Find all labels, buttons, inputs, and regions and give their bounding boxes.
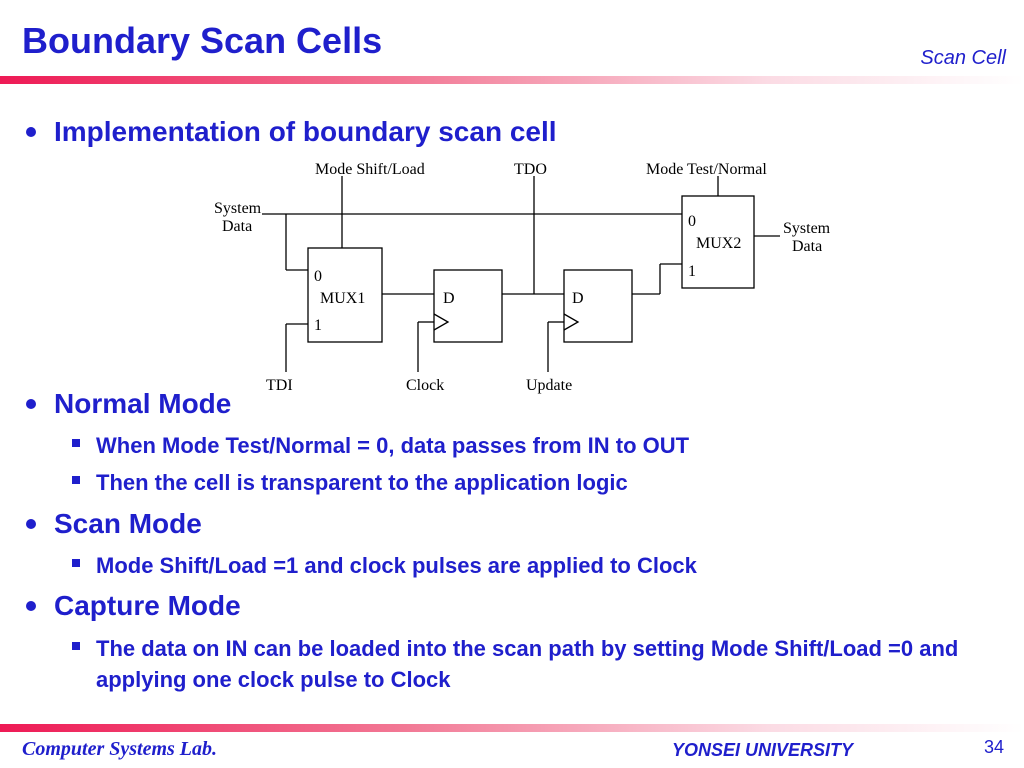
label-mux2-in0: 0 (688, 213, 696, 230)
label-mode-test-normal: Mode Test/Normal (646, 161, 767, 178)
sub-bullet-normal-1: When Mode Test/Normal = 0, data passes f… (72, 430, 976, 461)
sub-bullet-text: The data on IN can be loaded into the sc… (96, 636, 959, 692)
sub-bullet-square (72, 439, 80, 447)
label-ff1-d: D (443, 290, 455, 307)
bullet-implementation: Implementation of boundary scan cell (18, 116, 557, 148)
label-tdo: TDO (514, 161, 547, 178)
label-mux1-in1: 1 (314, 317, 322, 334)
sub-bullet-scan-1: Mode Shift/Load =1 and clock pulses are … (72, 550, 976, 581)
sub-bullet-square (72, 642, 80, 650)
sub-bullet-text: When Mode Test/Normal = 0, data passes f… (96, 433, 690, 458)
label-mode-shift-load: Mode Shift/Load (315, 161, 425, 178)
footer-lab-name: Computer Systems Lab. (22, 738, 218, 760)
label-system-data-out-2: Data (792, 238, 822, 255)
bullet-capture-mode: Capture Mode (18, 590, 241, 622)
bullet-text: Implementation of boundary scan cell (54, 116, 557, 147)
bullet-dot (26, 519, 36, 529)
page-number: 34 (983, 737, 1004, 757)
label-mux1: MUX1 (320, 290, 365, 307)
label-mux2-in1: 1 (688, 263, 696, 280)
footer-divider (0, 724, 1024, 732)
sub-bullet-square (72, 476, 80, 484)
section-label: Scan Cell (920, 47, 1006, 69)
label-mux1-in0: 0 (314, 268, 322, 285)
header-divider (0, 76, 1024, 84)
label-system-data-in-2: Data (222, 218, 252, 235)
flipflop-2 (563, 269, 633, 343)
label-system-data-in-1: System (214, 200, 262, 217)
label-clock: Clock (406, 377, 444, 394)
label-mux2: MUX2 (696, 235, 741, 252)
sub-bullet-text: Then the cell is transparent to the appl… (96, 470, 628, 495)
bullet-dot (26, 127, 36, 137)
bullet-dot (26, 399, 36, 409)
slide-title: Boundary Scan Cells (22, 20, 383, 61)
sub-bullet-normal-2: Then the cell is transparent to the appl… (72, 467, 976, 498)
bullet-text: Capture Mode (54, 590, 241, 621)
label-tdi: TDI (266, 377, 293, 394)
sub-bullet-capture-1: The data on IN can be loaded into the sc… (72, 633, 976, 695)
label-ff2-d: D (572, 290, 584, 307)
label-update: Update (526, 377, 572, 394)
label-system-data-out-1: System (783, 220, 831, 237)
bullet-text: Normal Mode (54, 388, 232, 419)
bullet-dot (26, 601, 36, 611)
bullet-scan-mode: Scan Mode (18, 508, 202, 540)
bullet-text: Scan Mode (54, 508, 202, 539)
bullet-normal-mode: Normal Mode (18, 388, 231, 420)
sub-bullet-text: Mode Shift/Load =1 and clock pulses are … (96, 553, 697, 578)
sub-bullet-square (72, 559, 80, 567)
flipflop-1 (433, 269, 503, 343)
mux1-block (307, 247, 383, 343)
boundary-scan-cell-diagram: Mode Shift/Load TDO Mode Test/Normal Sys… (214, 161, 831, 394)
footer-university: YONSEI UNIVERSITY (672, 740, 854, 760)
